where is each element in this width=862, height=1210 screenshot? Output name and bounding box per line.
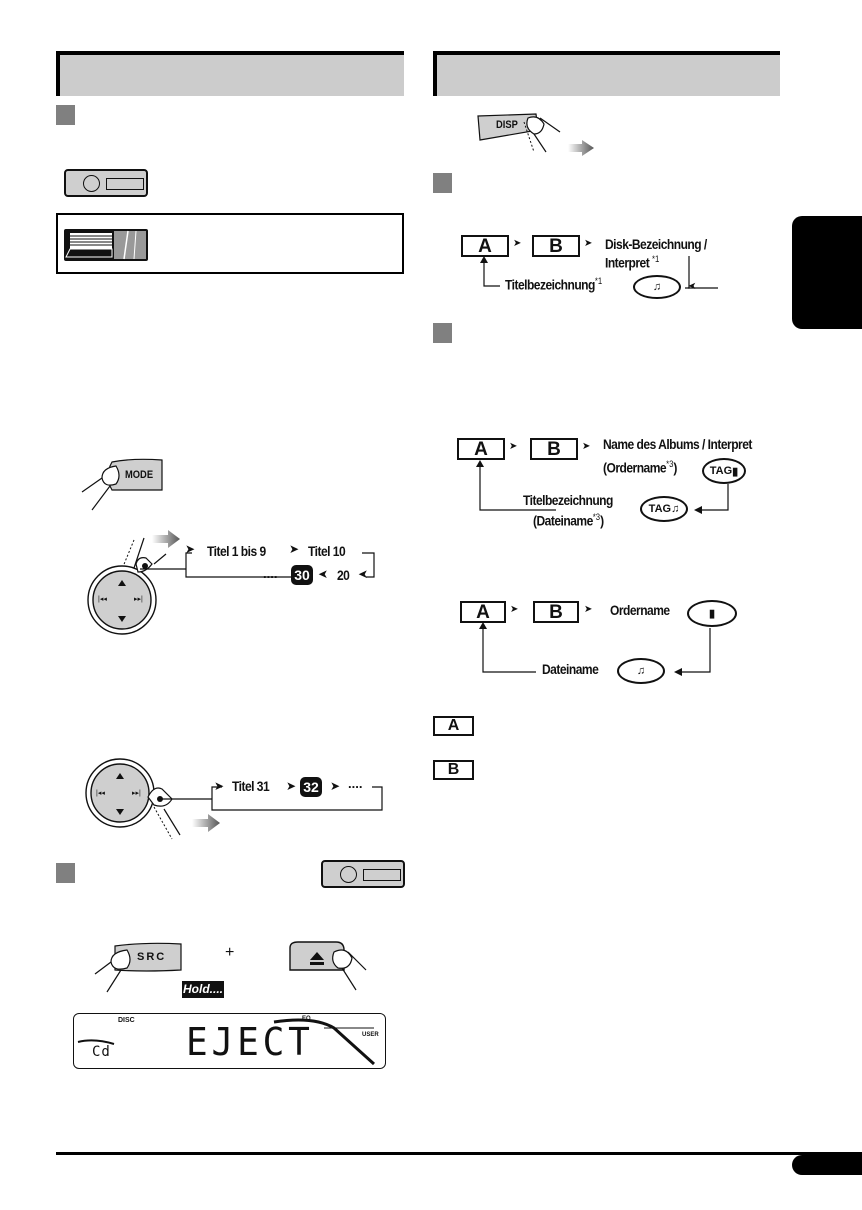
legend-box-a: A — [433, 716, 474, 736]
finger-press-icon — [477, 113, 594, 156]
step-marker-cd — [433, 173, 452, 193]
user-indicator: USER — [362, 1032, 379, 1038]
cd-flow-item2: Titelbezeichnung*1 — [505, 276, 603, 293]
music-note-icon: ♫ — [633, 275, 681, 299]
arrow-icon: ➤ — [513, 238, 522, 249]
svg-text:|◂◂: |◂◂ — [98, 596, 107, 603]
src-button-label: SRC — [137, 951, 167, 963]
arrow-icon: ➤ — [582, 441, 591, 452]
cd-player-icon — [321, 860, 405, 888]
mp3-flow-connector — [479, 622, 711, 676]
flow-20: 20 — [337, 567, 350, 583]
control-panel-icon — [64, 229, 148, 261]
flow-titel-31: Titel 31 — [232, 778, 270, 794]
step-marker-mp3 — [433, 323, 452, 343]
arrow-icon: ➤ — [330, 779, 341, 793]
mp3-flow-item1: Ordername — [610, 602, 670, 618]
arrow-icon: ➤ — [584, 238, 593, 249]
step-marker-1 — [56, 105, 75, 125]
disp-button[interactable]: DISP — [476, 110, 626, 162]
arrow-right-icon — [568, 140, 594, 156]
mode-button[interactable]: MODE — [81, 458, 163, 511]
mp3-flow-item2: Dateiname — [542, 661, 599, 677]
mp3-tag-item2-line1: Titelbezeichnung — [523, 492, 613, 508]
finger-press-icon — [81, 458, 163, 511]
flow-dots: .... — [263, 566, 278, 581]
box-a: A — [461, 235, 509, 257]
source-text: Cd — [92, 1044, 111, 1060]
flow-32-badge: 32 — [300, 777, 322, 797]
arrow-icon: ➤ — [286, 779, 297, 793]
control-dial[interactable]: |◂◂ ▸▸| — [80, 530, 190, 635]
arrow-icon: ➤ — [214, 779, 225, 793]
display-decorations — [77, 1018, 376, 1066]
src-button[interactable]: SRC — [94, 940, 185, 993]
box-b: B — [530, 438, 578, 460]
mp3-tag-connector — [476, 460, 729, 514]
box-b: B — [533, 601, 579, 623]
control-dial-2[interactable]: |◂◂ ▸▸| — [80, 755, 230, 845]
music-note-icon: ♫ — [617, 658, 665, 684]
connector-line — [688, 287, 718, 289]
track-skip-connector — [160, 786, 383, 811]
box-b: B — [532, 235, 580, 257]
hold-badge: Hold.... — [182, 981, 224, 998]
mode-button-label: MODE — [125, 469, 154, 481]
track-flow-connector — [140, 552, 375, 578]
flow-titel-10: Titel 10 — [308, 543, 346, 559]
arrow-right-icon — [152, 530, 180, 548]
flow-dots: .... — [348, 776, 363, 791]
svg-text:▸▸|: ▸▸| — [132, 790, 141, 797]
arrow-icon: ➤ — [289, 542, 300, 556]
right-section-header — [433, 51, 780, 96]
lcd-display: DISC Cd EJECT EQ USER — [73, 1013, 386, 1069]
tag-music-icon: TAG♫ — [640, 496, 688, 522]
mp3-tag-item2-line2: (Dateiname*3) — [533, 512, 604, 529]
box-a: A — [457, 438, 505, 460]
page-number-tab — [792, 1155, 862, 1175]
note-box — [56, 213, 404, 274]
eject-text: EJECT — [186, 1020, 314, 1064]
disc-indicator: DISC — [118, 1017, 135, 1024]
arrow-icon: ➤ — [318, 567, 329, 581]
flow-30-badge: 30 — [291, 565, 313, 585]
eject-button[interactable] — [286, 940, 376, 995]
cd-flow-connector — [480, 256, 690, 289]
arrow-icon: ➤ — [510, 604, 519, 615]
mp3-tag-item1-line2: (Ordername*3) — [603, 459, 677, 476]
legend-box-b: B — [433, 760, 474, 780]
disp-button-label: DISP — [496, 119, 518, 131]
cd-flow-item1-line2: Interpret *1 — [605, 254, 660, 271]
folder-icon: ▮ — [687, 600, 737, 627]
box-a: A — [460, 601, 506, 623]
footer-rule — [56, 1152, 862, 1155]
step-marker-2 — [56, 863, 75, 883]
svg-text:▸▸|: ▸▸| — [134, 596, 143, 603]
cd-player-icon — [64, 169, 148, 197]
arrow-icon: ➤ — [185, 542, 196, 556]
flow-titel-1-9: Titel 1 bis 9 — [207, 543, 266, 559]
arrow-icon: ➤ — [509, 441, 518, 452]
language-side-tab — [792, 216, 862, 329]
tag-folder-icon: TAG▮ — [702, 458, 746, 484]
arrow-icon: ➤ — [358, 567, 369, 581]
svg-text:|◂◂: |◂◂ — [96, 790, 105, 797]
plus-sign: + — [225, 944, 235, 961]
finger-press-icon — [94, 942, 182, 993]
mp3-tag-item1-line1: Name des Albums / Interpret — [603, 436, 752, 452]
cd-flow-item1-line1: Disk-Bezeichnung / — [605, 236, 707, 252]
eject-icon — [310, 952, 324, 960]
arrow-right-icon — [192, 814, 220, 832]
left-section-header — [56, 51, 404, 96]
arrow-icon: ➤ — [584, 604, 593, 615]
